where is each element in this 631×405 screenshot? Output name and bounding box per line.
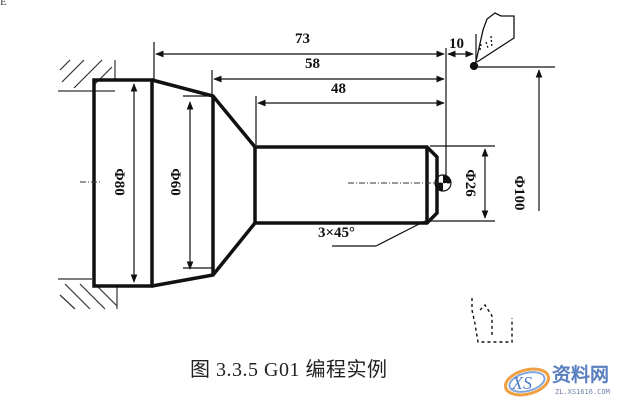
dim-48: 48 bbox=[331, 81, 346, 97]
dim-phi26: Φ26 bbox=[462, 169, 478, 197]
dim-phi80: Φ80 bbox=[111, 168, 127, 195]
cutting-tool-end-icon bbox=[471, 298, 513, 343]
watermark-url: ZL.XS1616.COM bbox=[555, 388, 610, 396]
diameter-dimensions bbox=[130, 66, 555, 283]
watermark-name: 资料网 bbox=[552, 363, 609, 386]
dim-73: 73 bbox=[295, 31, 310, 47]
cutting-tool-icon bbox=[469, 12, 515, 71]
dim-phi60: Φ60 bbox=[167, 168, 183, 195]
figure-caption: 图 3.3.5 G01 编程实例 bbox=[190, 359, 388, 381]
dim-58: 58 bbox=[305, 56, 320, 72]
corner-mark: E bbox=[0, 0, 7, 8]
dim-10: 10 bbox=[449, 36, 464, 52]
centerlines bbox=[80, 181, 450, 184]
chuck-jaw-bottom bbox=[58, 278, 118, 310]
watermark-xs: XS bbox=[511, 373, 532, 393]
program-origin-marker bbox=[434, 174, 452, 192]
chuck-jaw-top bbox=[58, 59, 116, 92]
dim-phi100: Φ100 bbox=[511, 176, 527, 211]
length-dimensions bbox=[153, 34, 477, 183]
dim-chamfer: 3×45° bbox=[318, 225, 355, 241]
watermark-logo: XS 资料网 ZL.XS1616.COM bbox=[504, 363, 610, 397]
